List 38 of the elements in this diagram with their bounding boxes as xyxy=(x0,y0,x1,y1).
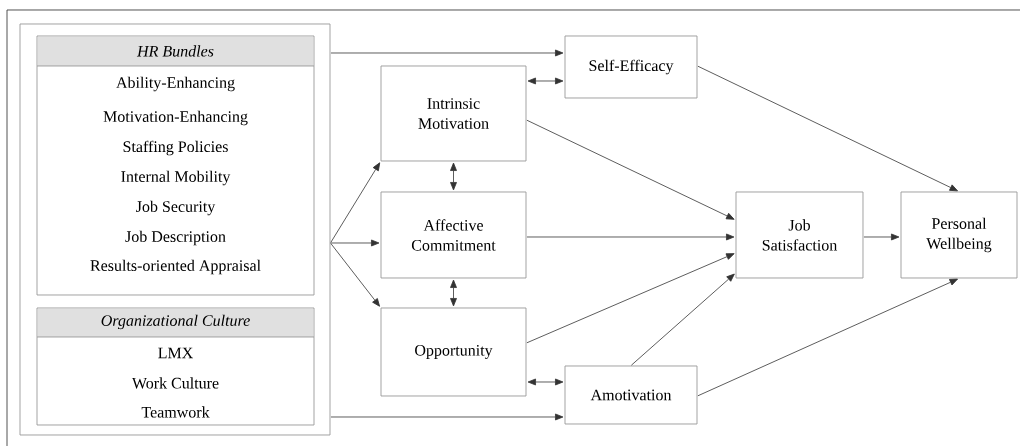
list-item: Results-oriented Appraisal xyxy=(90,259,261,275)
arrow xyxy=(330,49,564,57)
arrow xyxy=(526,253,735,344)
list-box xyxy=(36,307,315,426)
concept-box: Intrinsic Motivation xyxy=(380,65,527,162)
box-heading: Organizational Culture xyxy=(101,314,250,330)
arrow xyxy=(450,162,457,191)
arrow xyxy=(330,243,380,307)
arrow xyxy=(631,273,735,366)
arrow xyxy=(330,239,380,247)
list-item: Ability-Enhancing xyxy=(116,76,235,92)
list-item: Staffing Policies xyxy=(123,140,228,156)
arrow xyxy=(330,413,564,421)
arrow xyxy=(330,162,381,243)
list-item: Internal Mobility xyxy=(121,170,231,186)
list-item: Job Security xyxy=(136,200,216,216)
list-box xyxy=(36,35,315,296)
list-item: Motivation-Enhancing xyxy=(103,110,248,126)
concept-box: Personal Wellbeing xyxy=(900,191,1018,279)
list-item: Work Culture xyxy=(131,377,219,389)
box-heading: HR Bundles xyxy=(136,45,214,57)
list-item: LMX xyxy=(158,347,193,359)
concept-box: Amotivation xyxy=(564,365,698,425)
arrow xyxy=(527,77,564,85)
arrow xyxy=(863,233,900,241)
arrow xyxy=(526,119,735,220)
arrow xyxy=(697,65,958,192)
list-item: Job Description xyxy=(125,230,226,246)
list-item: Teamwork xyxy=(141,406,210,418)
concept-box: Affective Commitment xyxy=(380,191,527,279)
arrow xyxy=(526,233,735,241)
concept-box: Job Satisfaction xyxy=(735,191,864,279)
arrow xyxy=(697,278,958,397)
arrow xyxy=(450,279,457,307)
arrow xyxy=(527,378,564,386)
concept-box: Self-Efficacy xyxy=(564,35,698,99)
group-box xyxy=(19,23,331,436)
concept-box: Opportunity xyxy=(380,307,527,397)
